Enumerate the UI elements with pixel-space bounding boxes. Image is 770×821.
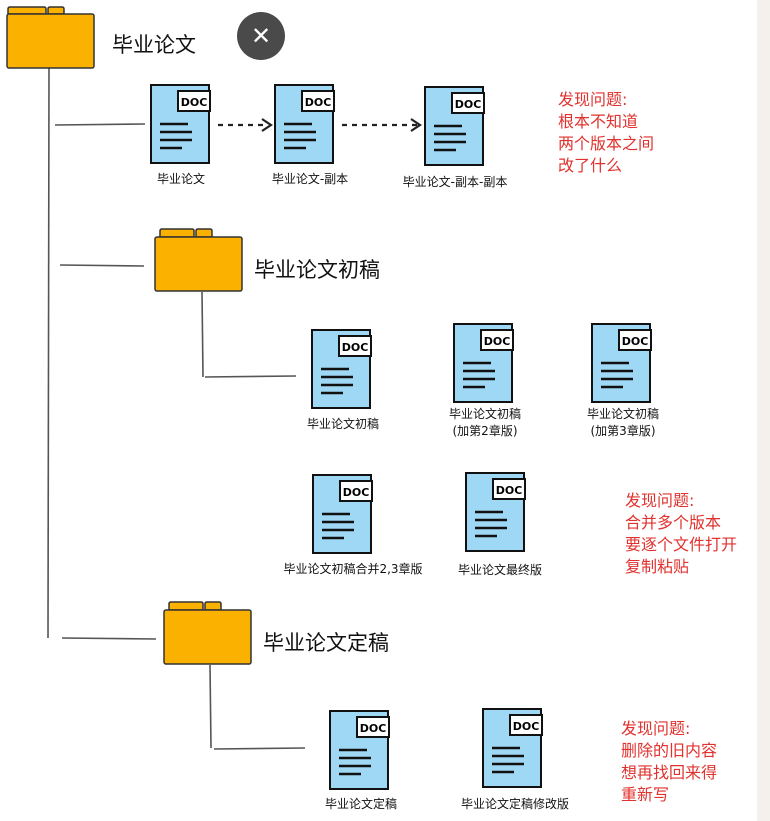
problem-note: 发现问题: 删除的旧内容 想再找回来得 重新写: [621, 719, 718, 804]
svg-text:DOC: DOC: [513, 720, 540, 733]
close-button[interactable]: ✕: [237, 12, 285, 60]
folder-label: 毕业论文定稿: [263, 631, 389, 655]
right-edge-strip: [757, 0, 770, 821]
doc-file-icon[interactable]: DOC: [589, 321, 655, 405]
doc-file-icon[interactable]: DOC: [272, 82, 338, 166]
doc-label: 毕业论文最终版: [457, 563, 542, 577]
svg-text:DOC: DOC: [305, 96, 332, 109]
svg-text:DOC: DOC: [496, 484, 523, 497]
svg-text:DOC: DOC: [342, 341, 369, 354]
svg-text:DOC: DOC: [360, 722, 387, 735]
folder-label: 毕业论文: [112, 33, 196, 57]
doc-file-icon[interactable]: DOC: [327, 708, 393, 792]
doc-label: 毕业论文: [156, 172, 205, 186]
doc-label: 毕业论文-副本-副本: [402, 175, 508, 189]
doc-file-icon[interactable]: DOC: [480, 706, 546, 790]
doc-file-icon[interactable]: DOC: [310, 472, 376, 556]
folder-icon[interactable]: [163, 601, 253, 665]
doc-label: 毕业论文初稿合并2,3章版: [283, 562, 423, 576]
svg-text:DOC: DOC: [455, 98, 482, 111]
close-icon: ✕: [250, 22, 272, 50]
doc-file-icon[interactable]: DOC: [422, 84, 488, 168]
doc-label: 毕业论文初稿(加第2章版): [448, 407, 521, 438]
doc-file-icon[interactable]: DOC: [309, 327, 375, 411]
doc-file-icon[interactable]: DOC: [148, 82, 214, 166]
doc-file-icon[interactable]: DOC: [463, 470, 529, 554]
folder-label: 毕业论文初稿: [254, 258, 380, 282]
svg-text:DOC: DOC: [343, 486, 370, 499]
problem-note: 发现问题: 根本不知道 两个版本之间 改了什么: [558, 90, 655, 175]
doc-label: 毕业论文定稿: [324, 797, 397, 811]
svg-text:DOC: DOC: [484, 335, 511, 348]
problem-note: 发现问题: 合并多个版本 要逐个文件打开 复制粘贴: [625, 491, 738, 576]
svg-text:DOC: DOC: [181, 96, 208, 109]
doc-label: 毕业论文初稿(加第3章版): [586, 407, 659, 438]
svg-text:DOC: DOC: [622, 335, 649, 348]
folder-icon[interactable]: [154, 228, 244, 292]
doc-file-icon[interactable]: DOC: [451, 321, 517, 405]
folder-icon[interactable]: [6, 6, 96, 70]
doc-label: 毕业论文定稿修改版: [460, 797, 569, 811]
doc-label: 毕业论文初稿: [306, 417, 379, 431]
doc-label: 毕业论文-副本: [271, 172, 349, 186]
